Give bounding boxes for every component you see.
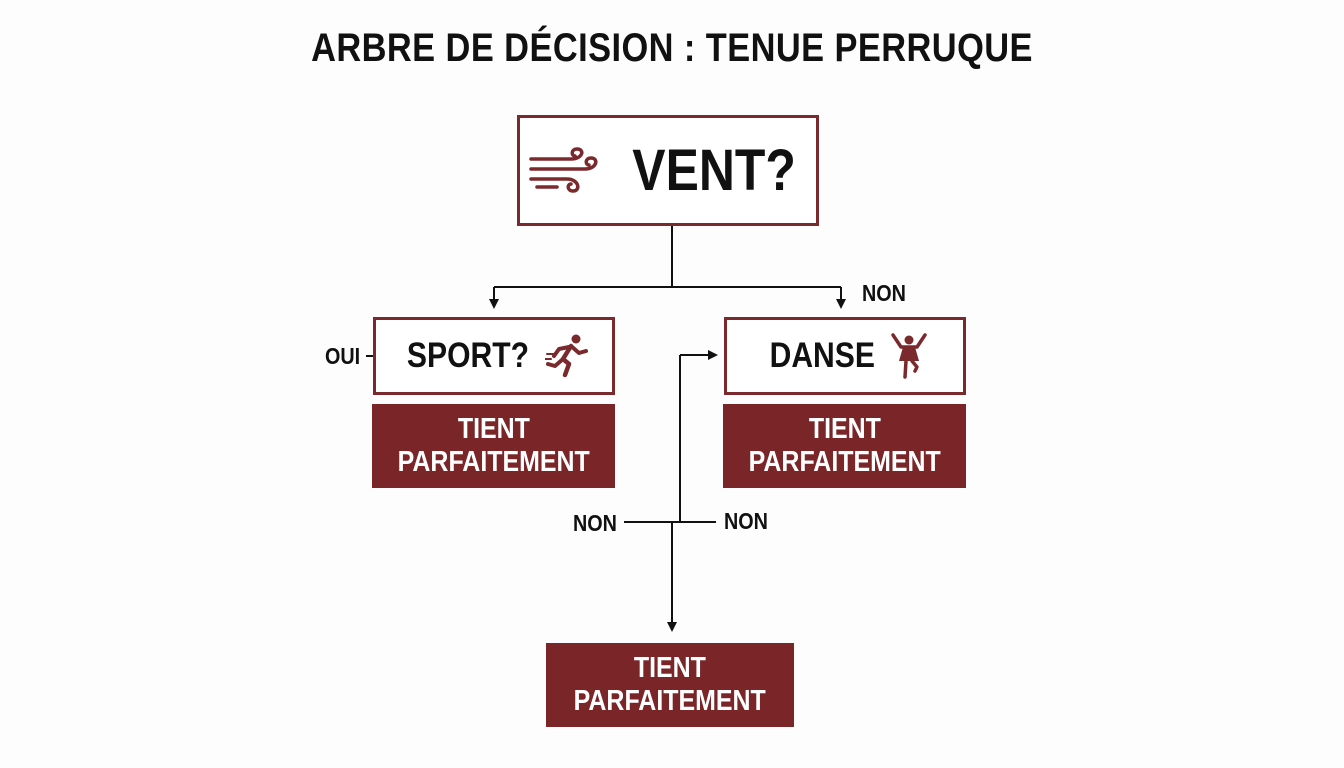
result-danse: TIENT PARFAITEMENT xyxy=(723,404,966,488)
sport-question-label: SPORT? xyxy=(406,336,530,375)
edge-label-oui: OUI xyxy=(325,343,361,369)
runner-icon xyxy=(544,333,591,379)
danse-label: DANSE xyxy=(769,336,875,375)
edge-label-non-right: NON xyxy=(724,508,768,534)
edge-label-non-top: NON xyxy=(862,280,906,306)
root-question-node: VENT? xyxy=(517,115,819,226)
result-bottom-line1: TIENT xyxy=(633,652,707,684)
sport-question-node: SPORT? xyxy=(373,317,615,395)
result-sport: TIENT PARFAITEMENT xyxy=(372,404,615,488)
result-danse-line1: TIENT xyxy=(808,413,881,445)
result-bottom: TIENT PARFAITEMENT xyxy=(546,643,794,727)
danse-node: DANSE xyxy=(724,317,966,395)
edge-label-non-left: NON xyxy=(573,510,617,536)
diagram-title: ARBRE DE DÉCISION : TENUE PERRUQUE xyxy=(311,26,1033,70)
result-sport-line2: PARFAITEMENT xyxy=(397,446,590,478)
result-danse-line2: PARFAITEMENT xyxy=(748,446,941,478)
dancer-icon xyxy=(889,331,929,381)
wind-icon xyxy=(527,146,605,195)
result-bottom-line2: PARFAITEMENT xyxy=(573,685,767,717)
result-sport-line1: TIENT xyxy=(457,413,530,445)
root-question-label: VENT? xyxy=(632,138,796,203)
